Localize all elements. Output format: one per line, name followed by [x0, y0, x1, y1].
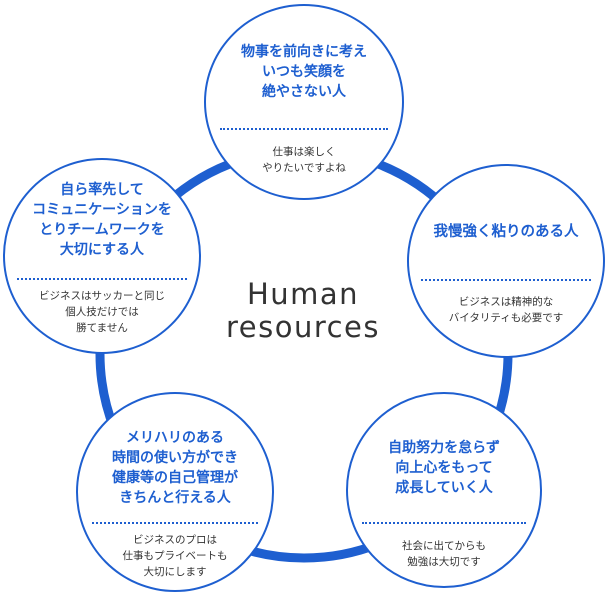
trait-heading-line: 自ら率先して [60, 182, 144, 198]
trait-description: ビジネスはサッカーと同じ 個人技だけでは 勝てません [5, 288, 199, 336]
trait-description-line: 大切にします [143, 566, 207, 578]
trait-description-line: 社会に出てからも [402, 540, 486, 552]
trait-heading-line: きちんと行える人 [119, 490, 231, 506]
dotted-divider [17, 278, 187, 280]
trait-heading-line: 自助努力を怠らず [388, 440, 500, 456]
trait-heading-line: 絶やさない人 [262, 84, 346, 100]
center-title: Human resources [183, 278, 423, 344]
trait-description-line: ビジネスは精神的な [458, 296, 554, 308]
trait-node-teamwork: 自ら率先して コミュニケーションを とりチームワークを 大切にする人 ビジネスは… [3, 158, 201, 354]
trait-description: 仕事は楽しく やりたいですよね [206, 144, 402, 176]
trait-heading-line: 健康等の自己管理が [112, 470, 238, 486]
trait-heading: メリハリのある 時間の使い方ができ 健康等の自己管理が きちんと行える人 [78, 428, 272, 508]
trait-heading-line: 成長していく人 [395, 480, 493, 496]
center-title-line-1: Human [246, 277, 360, 311]
trait-heading-line: いつも笑顔を [262, 64, 346, 80]
trait-node-self-management: メリハリのある 時間の使い方ができ 健康等の自己管理が きちんと行える人 ビジネ… [76, 392, 274, 592]
trait-description: 社会に出てからも 勉強は大切です [348, 538, 540, 570]
trait-description: ビジネスのプロは 仕事もプライベートも 大切にします [78, 532, 272, 580]
trait-heading-line: 物事を前向きに考え [241, 44, 367, 60]
center-title-line-2: resources [225, 310, 381, 344]
trait-heading-line: メリハリのある [126, 430, 224, 446]
trait-heading-line: 時間の使い方ができ [112, 450, 238, 466]
trait-description-line: やりたいですよね [262, 162, 346, 174]
trait-node-positive-thinking: 物事を前向きに考え いつも笑顔を 絶やさない人 仕事は楽しく やりたいですよね [204, 4, 404, 200]
trait-description-line: 勝てません [76, 322, 128, 334]
trait-description-line: バイタリティも必要です [448, 312, 564, 324]
trait-description-line: ビジネスはサッカーと同じ [39, 290, 165, 302]
trait-heading: 我慢強く粘りのある人 [409, 222, 603, 242]
trait-node-self-improvement: 自助努力を怠らず 向上心をもって 成長していく人 社会に出てからも 勉強は大切で… [346, 392, 542, 588]
trait-description-line: ビジネスのプロは [133, 534, 217, 546]
trait-heading-line: 大切にする人 [59, 242, 145, 258]
trait-description-line: 個人技だけでは [65, 306, 139, 318]
trait-description-line: 勉強は大切です [407, 556, 481, 568]
trait-heading: 物事を前向きに考え いつも笑顔を 絶やさない人 [206, 42, 402, 102]
dotted-divider [220, 128, 388, 130]
trait-heading: 自助努力を怠らず 向上心をもって 成長していく人 [348, 438, 540, 498]
dotted-divider [362, 522, 526, 524]
trait-heading-line: 向上心をもって [395, 460, 493, 476]
trait-heading-line: コミュニケーションを [32, 202, 172, 218]
trait-heading: 自ら率先して コミュニケーションを とりチームワークを 大切にする人 [5, 180, 199, 260]
trait-node-perseverance: 我慢強く粘りのある人 ビジネスは精神的な バイタリティも必要です [407, 164, 605, 358]
dotted-divider [92, 522, 258, 524]
dotted-divider [421, 279, 591, 281]
trait-description-line: 仕事もプライベートも [122, 550, 228, 562]
trait-heading-line: 我慢強く粘りのある人 [433, 224, 579, 240]
trait-heading-line: とりチームワークを [39, 222, 165, 238]
trait-description-line: 仕事は楽しく [272, 146, 336, 158]
trait-description: ビジネスは精神的な バイタリティも必要です [409, 294, 603, 326]
